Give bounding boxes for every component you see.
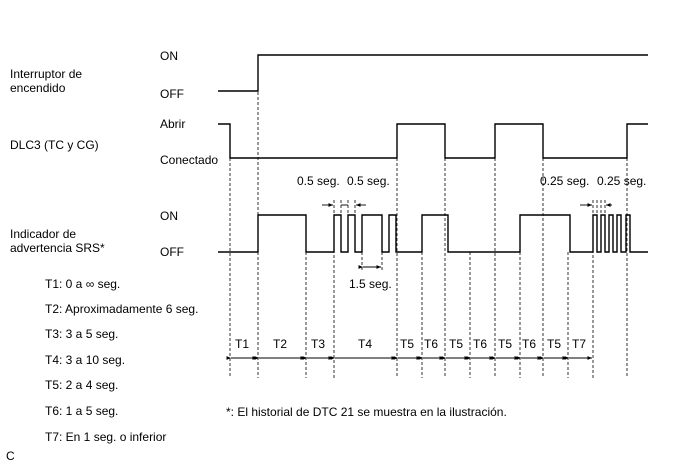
pulse-annotations: 0.5 seg. 0.5 seg. 1.5 seg. 0.25 seg. 0.2… <box>297 174 646 291</box>
legend-item-t1: T1: 0 a ∞ seg. <box>45 277 120 291</box>
dlc3-level-open: Abrir <box>160 117 185 131</box>
period-row: T1 T2 T3 T4 T5 T6 T5 T6 T5 T6 T5 T7 <box>226 337 592 361</box>
ignition-level-off: OFF <box>160 87 184 101</box>
ignition-label-line1: Interruptor de <box>10 67 82 81</box>
srs-level-off: OFF <box>160 245 184 259</box>
ignition-level-on: ON <box>160 49 178 63</box>
legend-item-t7: T7: En 1 seg. o inferior <box>45 430 166 444</box>
period-label: T5 <box>547 337 561 351</box>
period-label: T5 <box>400 337 414 351</box>
period-label: T6 <box>473 337 487 351</box>
annotation-0-5-sec-b: 0.5 seg. <box>347 174 390 188</box>
dlc3-label: DLC3 (TC y CG) <box>10 138 99 152</box>
annotation-0-25-sec-b: 0.25 seg. <box>597 174 646 188</box>
period-label: T7 <box>572 337 586 351</box>
legend-item-t5: T5: 2 a 4 seg. <box>45 378 118 392</box>
period-label: T6 <box>424 337 438 351</box>
period-legend: T1: 0 a ∞ seg. T2: Aproximadamente 6 seg… <box>45 277 198 444</box>
dlc3-level-connected: Conectado <box>160 153 218 167</box>
srs-label-line2: advertencia SRS* <box>10 241 105 255</box>
period-label: T6 <box>522 337 536 351</box>
period-label: T2 <box>273 337 287 351</box>
srs-label-line1: Indicador de <box>10 227 76 241</box>
legend-item-t4: T4: 3 a 10 seg. <box>45 353 125 367</box>
legend-item-t6: T6: 1 a 5 seg. <box>45 404 118 418</box>
annotation-0-5-sec-a: 0.5 seg. <box>297 174 340 188</box>
time-guide-lines <box>229 92 628 378</box>
annotation-0-25-sec-a: 0.25 seg. <box>540 174 589 188</box>
period-label: T5 <box>449 337 463 351</box>
legend-item-t2: T2: Aproximadamente 6 seg. <box>45 302 198 316</box>
ignition-label-line2: encendido <box>10 81 66 95</box>
srs-level-on: ON <box>160 209 178 223</box>
ignition-waveform <box>218 54 648 92</box>
period-label: T4 <box>358 337 372 351</box>
figure-code: C <box>6 449 15 463</box>
srs-waveform <box>218 214 648 253</box>
period-label: T1 <box>235 337 249 351</box>
period-label: T5 <box>498 337 512 351</box>
footnote: *: El historial de DTC 21 se muestra en … <box>226 405 507 419</box>
dlc3-waveform <box>218 123 648 159</box>
annotation-1-5-sec: 1.5 seg. <box>349 277 392 291</box>
legend-item-t3: T3: 3 a 5 seg. <box>45 327 118 341</box>
period-label: T3 <box>311 337 325 351</box>
